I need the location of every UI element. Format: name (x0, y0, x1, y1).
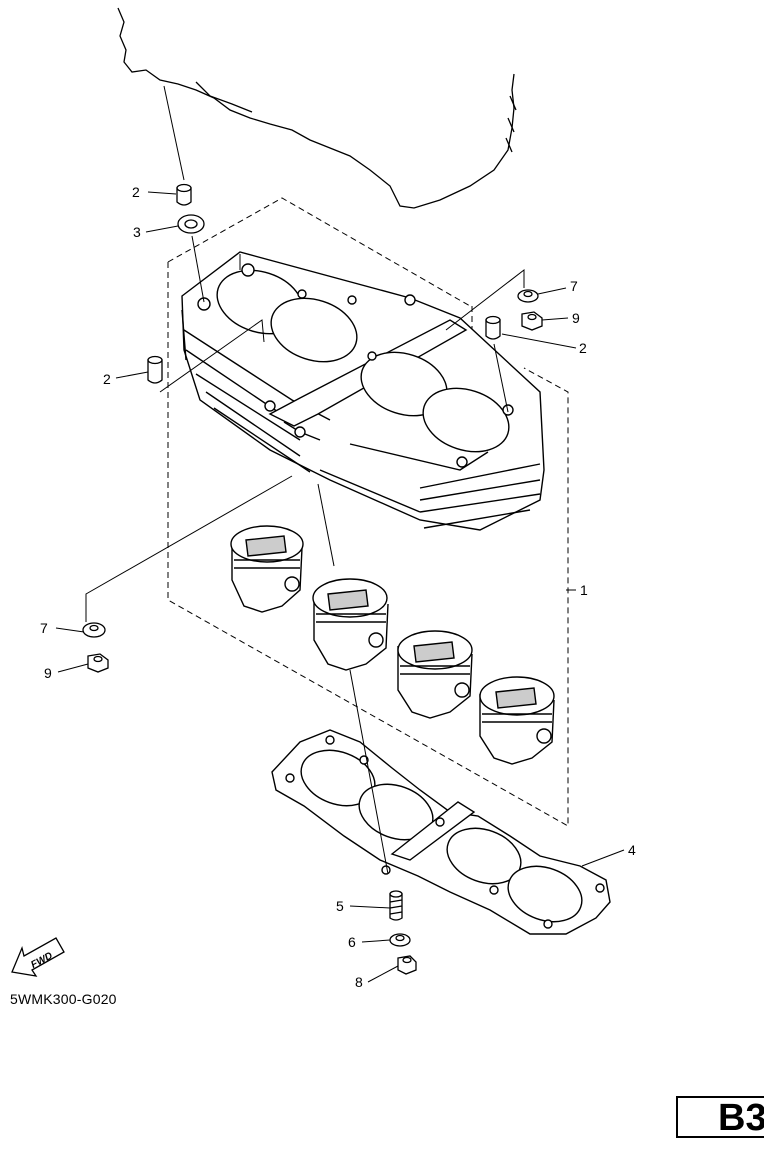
piston-2 (312, 578, 389, 671)
crankcase-outline (117, 7, 517, 209)
callout-labels: 2 3 7 9 2 2 1 7 9 4 5 6 8 (40, 184, 636, 990)
nut-left (87, 653, 109, 673)
stud-bolt (389, 890, 403, 921)
callout-9: 9 (44, 665, 52, 681)
callout-leaders (55, 191, 625, 983)
nut-lower (397, 955, 417, 975)
callout-2: 2 (103, 371, 111, 387)
callout-8: 8 (355, 974, 363, 990)
o-ring-washer (177, 214, 205, 234)
cylinder-gasket (271, 729, 611, 935)
dowel-pin-right (485, 315, 501, 340)
washer-lower (389, 933, 411, 947)
piston-4 (479, 676, 555, 765)
drawing-code: 5WMK300-G020 (10, 991, 117, 1007)
callout-5: 5 (336, 898, 344, 914)
callout-3: 3 (133, 224, 141, 240)
section-tab: B3 (676, 1096, 764, 1139)
small-parts (82, 183, 543, 975)
pistons (230, 525, 555, 765)
washer-upper-right (517, 289, 539, 303)
callout-2: 2 (579, 340, 587, 356)
cylinder-block (181, 251, 545, 531)
callout-1: 1 (580, 582, 588, 598)
nut-upper-right (521, 311, 543, 331)
dowel-pin-upper (176, 183, 192, 206)
piston-3 (397, 630, 473, 719)
piston-1 (230, 525, 304, 613)
callout-6: 6 (348, 934, 356, 950)
callout-9: 9 (572, 310, 580, 326)
callout-7: 7 (40, 620, 48, 636)
callout-7: 7 (570, 278, 578, 294)
washer-left (82, 622, 106, 638)
fwd-arrow-icon: FWD (11, 937, 65, 977)
callout-4: 4 (628, 842, 636, 858)
reference-lines (85, 85, 525, 875)
dowel-pin-left (147, 355, 163, 384)
callout-2: 2 (132, 184, 140, 200)
section-code: B3 (718, 1097, 764, 1139)
